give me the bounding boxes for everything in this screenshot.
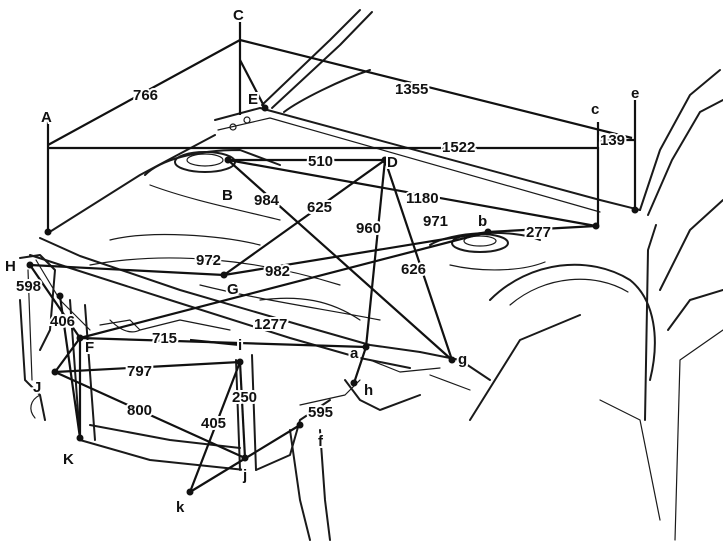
dimension-277: 277: [526, 224, 551, 241]
point-label-J: J: [33, 379, 41, 396]
point-label-B: B: [222, 187, 233, 204]
point-label-e: e: [631, 85, 639, 102]
measurement-lines: [29, 22, 637, 493]
dim-626-line: [383, 159, 454, 361]
dim-982-line: [223, 230, 489, 277]
dimension-595: 595: [308, 404, 333, 421]
point-h-upper-marker: [26, 261, 34, 269]
point-label-D: D: [387, 154, 398, 171]
dimension-800: 800: [127, 402, 152, 419]
point-label-F: F: [85, 339, 94, 356]
dimension-1522: 1522: [442, 139, 475, 156]
point-label-E: E: [248, 91, 258, 108]
dim-406b-line: [58, 295, 82, 439]
dimension-626: 626: [401, 261, 426, 278]
point-b-upper-marker: [224, 156, 232, 164]
point-h-lower-marker: [350, 379, 358, 387]
point-k-upper-marker: [76, 434, 84, 442]
point-598-marker: [56, 292, 64, 300]
measurement-points: [26, 104, 639, 496]
dimension-960: 960: [356, 220, 381, 237]
dimension-982: 982: [265, 263, 290, 280]
dimension-715: 715: [152, 330, 177, 347]
dimension-797: 797: [127, 363, 152, 380]
dimension-250: 250: [232, 389, 257, 406]
point-label-j: j: [242, 467, 247, 484]
dimension-139: 139: [600, 132, 625, 149]
point-label-b: b: [478, 213, 487, 230]
point-label-G: G: [227, 281, 239, 298]
dimension-1180: 1180: [406, 190, 439, 207]
point-label-C: C: [233, 7, 244, 24]
point-label-g: g: [458, 351, 467, 368]
point-f-lower-marker: [296, 421, 304, 429]
dimension-1277: 1277: [254, 316, 287, 333]
dimension-598: 598: [16, 278, 41, 295]
point-c-lower-marker: [592, 222, 600, 230]
dimension-1355: 1355: [395, 81, 428, 98]
point-label-K: K: [63, 451, 74, 468]
point-k-lower-marker: [186, 488, 194, 496]
point-d-upper-marker: [381, 156, 389, 164]
point-label-H: H: [5, 258, 16, 275]
a-h-line: [352, 346, 368, 384]
dimension-766: 766: [133, 87, 158, 104]
point-label-A: A: [41, 109, 52, 126]
dim-1355-line: [239, 38, 633, 140]
point-f-upper-marker: [76, 334, 84, 342]
dimension-labels: 766 1355 1522 139 510 984 1180 625 960 9…: [14, 79, 627, 434]
point-e-upper-marker: [261, 104, 269, 112]
dim-984-line: [227, 159, 453, 361]
dim-715-line: [189, 338, 241, 347]
dim-766-line: [47, 39, 241, 146]
dimension-510: 510: [308, 153, 333, 170]
point-label-a: a: [350, 345, 359, 362]
point-label-c: c: [591, 101, 599, 118]
point-i-lower-marker: [236, 358, 244, 366]
point-label-i: i: [238, 337, 242, 354]
point-e-lower-marker: [631, 206, 639, 214]
point-a-upper-marker: [44, 228, 52, 236]
dim-1180-line: [227, 158, 597, 228]
dim-971-line: [79, 230, 489, 340]
dimension-625: 625: [307, 199, 332, 216]
point-a-lower-marker: [362, 343, 370, 351]
dim-250-line: [238, 361, 247, 459]
point-labels: A B C D E F G H J K a b c e f g h i j k: [3, 5, 641, 518]
dimension-984: 984: [254, 192, 280, 209]
dimension-405: 405: [201, 415, 226, 432]
dim-277-line: [487, 224, 597, 234]
point-g-upper-marker: [220, 271, 228, 279]
point-j-upper-marker: [51, 368, 59, 376]
dim-625-line: [223, 159, 386, 276]
dimension-406: 406: [50, 313, 75, 330]
point-b-lower-marker: [484, 228, 492, 236]
dim-405-line: [188, 361, 242, 493]
point-label-h: h: [364, 382, 373, 399]
dimension-971: 971: [423, 213, 448, 230]
dim-797-line: [54, 360, 241, 374]
point-j-lower-marker: [241, 454, 249, 462]
dim-960-line: [364, 159, 387, 348]
point-label-k: k: [176, 499, 185, 516]
point-g-lower-marker: [448, 356, 456, 364]
point-label-f: f: [318, 433, 324, 450]
c-e-line: [239, 59, 266, 109]
body-outline: [19, 9, 723, 541]
dim-598-line: [29, 264, 81, 339]
dim-800-line: [54, 370, 246, 460]
dimension-972: 972: [196, 252, 221, 269]
dim-972-line: [29, 263, 225, 277]
